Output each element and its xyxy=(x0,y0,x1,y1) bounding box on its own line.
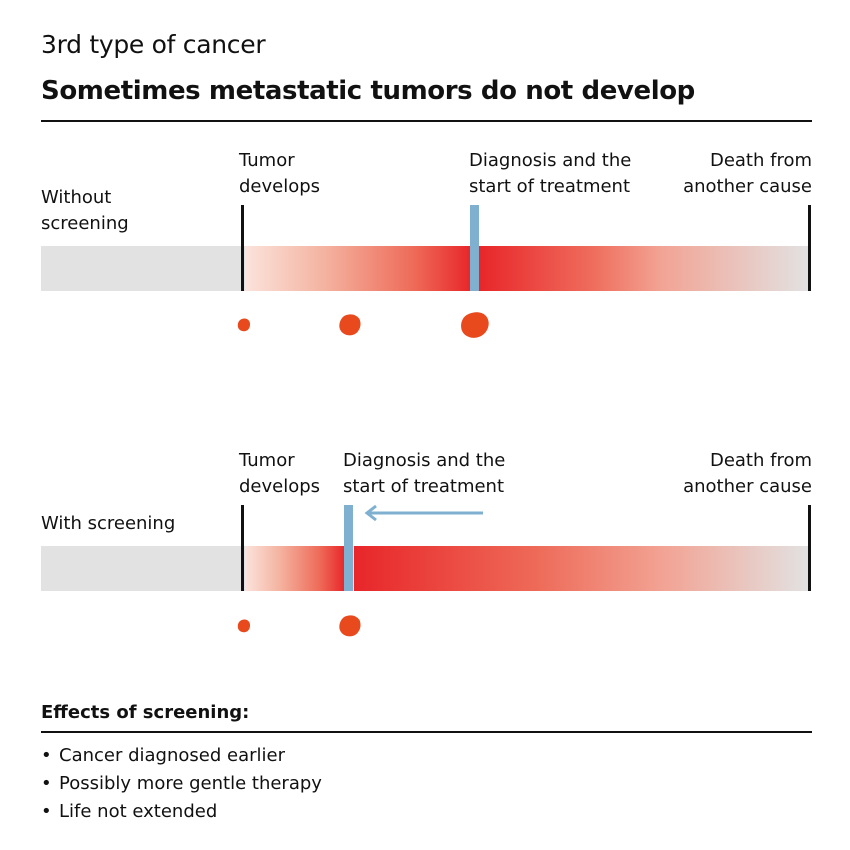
tumor-size-small-icon xyxy=(237,318,251,332)
list-item: •Life not extended xyxy=(41,798,322,826)
list-item: •Possibly more gentle therapy xyxy=(41,770,322,798)
death-label: Death from another cause xyxy=(683,450,812,497)
diagnosis-marker xyxy=(344,505,353,591)
header-divider xyxy=(41,120,812,122)
tumor-develops-marker xyxy=(241,205,244,291)
subtitle: 3rd type of cancer xyxy=(41,30,266,59)
tumor-size-large-icon xyxy=(461,312,489,338)
tumor-after-diagnosis xyxy=(354,546,809,591)
tumor-after-diagnosis xyxy=(479,246,809,291)
tumor-growth-before-diagnosis xyxy=(245,246,471,291)
death-label: Death from another cause xyxy=(683,150,812,197)
diagnosis-marker xyxy=(470,205,479,291)
tumor-develops-label: Tumor develops xyxy=(239,450,321,497)
row-label-with-screening: With screening xyxy=(41,513,176,534)
diagnosis-label: Diagnosis and the start of treatment xyxy=(469,150,632,197)
tumor-size-medium-icon xyxy=(339,314,361,336)
effects-divider xyxy=(41,731,812,733)
tumor-develops-marker xyxy=(241,505,244,591)
effects-list: •Cancer diagnosed earlier •Possibly more… xyxy=(41,742,322,826)
death-marker xyxy=(808,505,811,591)
bullet-icon: • xyxy=(41,745,52,766)
earlier-diagnosis-arrow-icon xyxy=(364,504,483,522)
row-label-without-screening: Without screening xyxy=(41,187,129,234)
list-item: •Cancer diagnosed earlier xyxy=(41,742,322,770)
effects-heading: Effects of screening: xyxy=(41,702,250,723)
bullet-icon: • xyxy=(41,773,52,794)
death-marker xyxy=(808,205,811,291)
diagnosis-label: Diagnosis and the start of treatment xyxy=(343,450,506,497)
tumor-size-small-icon xyxy=(237,619,251,633)
tumor-growth-before-diagnosis xyxy=(245,546,345,591)
page-title: Sometimes metastatic tumors do not devel… xyxy=(41,76,695,106)
tumor-size-medium-icon xyxy=(339,615,361,637)
bullet-icon: • xyxy=(41,801,52,822)
tumor-develops-label: Tumor develops xyxy=(239,150,321,197)
